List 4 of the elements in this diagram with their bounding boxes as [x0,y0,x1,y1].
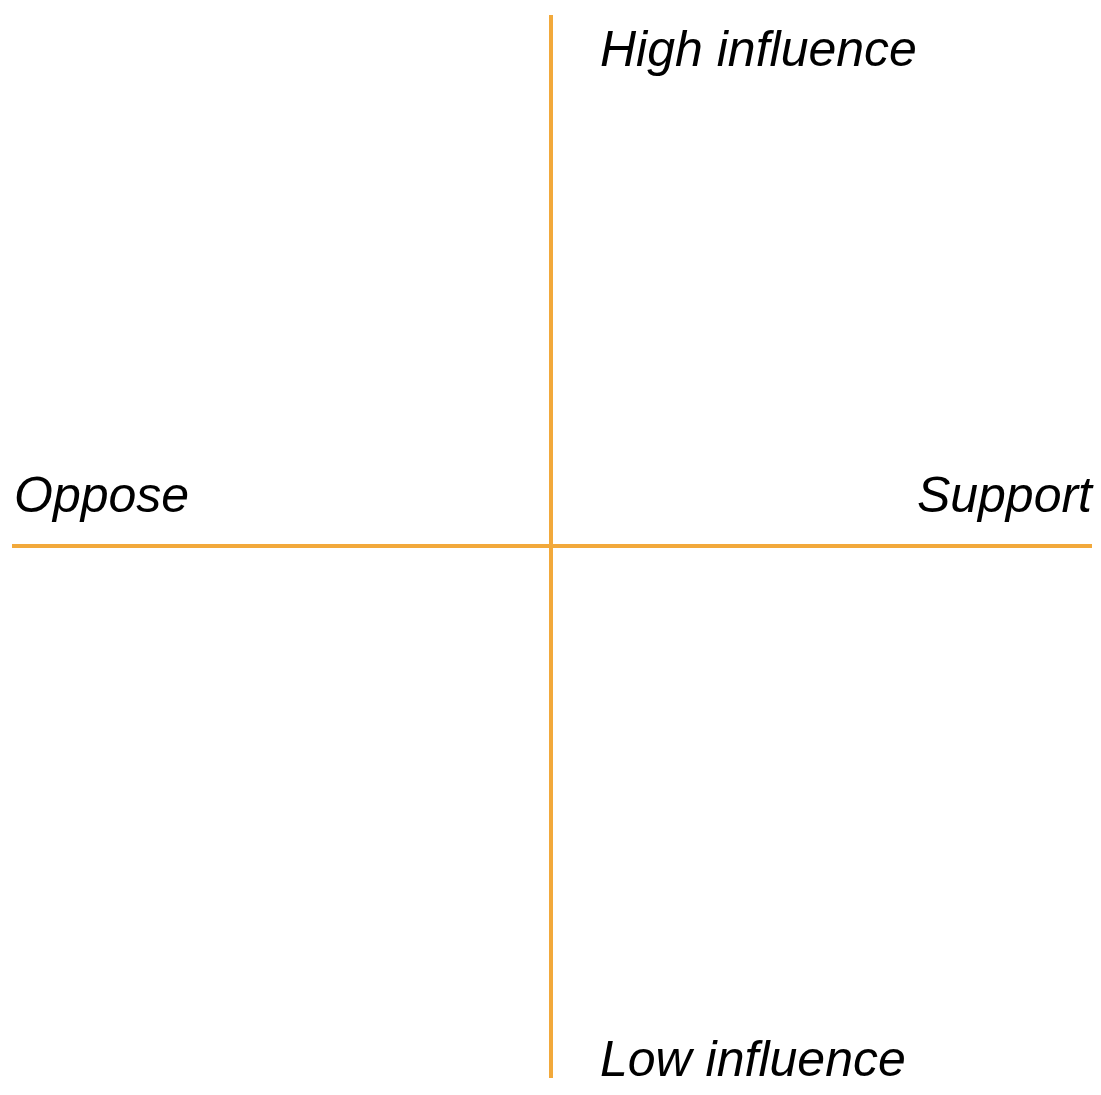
axis-label: High influence [600,20,917,78]
axis-label: Oppose [14,466,190,524]
axis-label: Support [916,466,1092,524]
axis-label: Low influence [600,1030,906,1088]
